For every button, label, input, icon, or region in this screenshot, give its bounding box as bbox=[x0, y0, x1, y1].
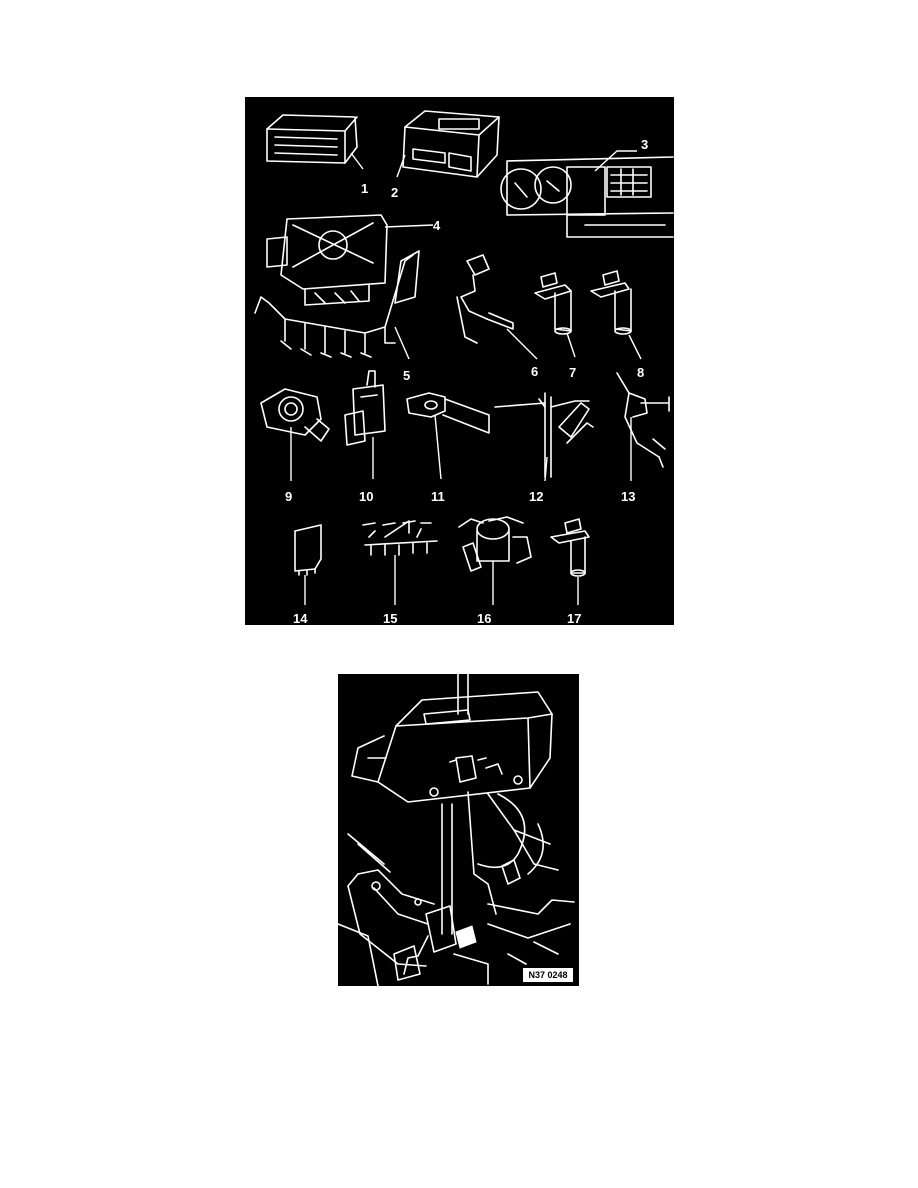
component-15-art bbox=[362, 520, 438, 605]
callout-17: 17 bbox=[567, 611, 581, 625]
callout-10: 10 bbox=[359, 489, 373, 504]
callout-14: 14 bbox=[293, 611, 308, 625]
callout-8: 8 bbox=[637, 365, 644, 380]
component-overview-svg: 1 2 3 4 5 bbox=[254, 110, 674, 625]
callout-9: 9 bbox=[285, 489, 292, 504]
component-3-art bbox=[500, 150, 674, 238]
component-17-art bbox=[550, 518, 590, 605]
component-10-art bbox=[344, 370, 386, 479]
callout-5: 5 bbox=[403, 368, 410, 383]
callout-12: 12 bbox=[529, 489, 543, 504]
callout-15: 15 bbox=[383, 611, 397, 625]
callout-6: 6 bbox=[531, 364, 538, 379]
component-5-art bbox=[254, 250, 420, 360]
selector-lever-diagram: N37 0248 bbox=[338, 674, 579, 986]
component-2-art bbox=[396, 110, 500, 178]
component-12-art bbox=[494, 392, 594, 482]
callout-11: 11 bbox=[431, 489, 445, 504]
component-16-art bbox=[458, 516, 532, 605]
component-8-art bbox=[590, 270, 642, 360]
component-13-art bbox=[616, 372, 670, 481]
component-14-art bbox=[294, 524, 322, 605]
component-9-art bbox=[260, 388, 330, 481]
component-4-art bbox=[266, 214, 434, 306]
figure-code-label: N37 0248 bbox=[523, 968, 573, 982]
callout-1: 1 bbox=[361, 181, 368, 196]
selector-lever-svg bbox=[338, 674, 575, 986]
component-11-art bbox=[406, 392, 490, 480]
callout-4: 4 bbox=[433, 218, 441, 233]
callout-13: 13 bbox=[621, 489, 635, 504]
component-overview-diagram: 1 2 3 4 5 bbox=[245, 97, 674, 625]
component-7-art bbox=[534, 272, 576, 358]
callout-7: 7 bbox=[569, 365, 576, 380]
selector-housing-art bbox=[338, 674, 575, 986]
callout-2: 2 bbox=[391, 185, 398, 200]
callout-3: 3 bbox=[641, 137, 648, 152]
component-1-art bbox=[266, 114, 364, 170]
component-6-art bbox=[456, 254, 538, 360]
callout-16: 16 bbox=[477, 611, 491, 625]
